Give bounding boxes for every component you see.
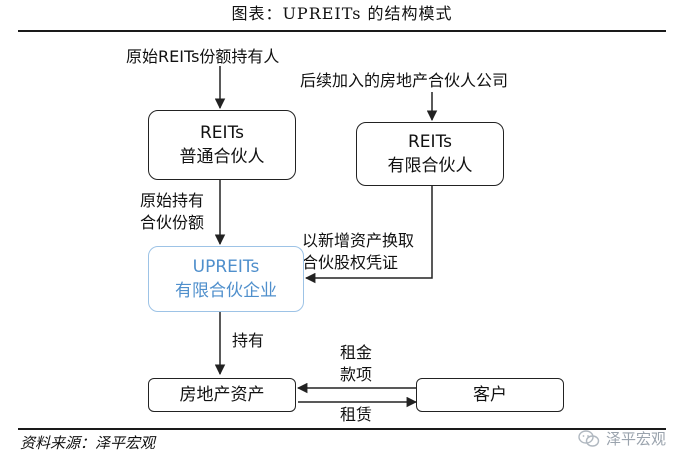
label-rent-payment: 租金 款项 (340, 342, 372, 386)
label-original-shares-line1: 原始持有 (140, 191, 205, 210)
bottom-rule (18, 428, 666, 430)
box-upreits: UPREITs 有限合伙企业 (148, 246, 304, 312)
brand-watermark: 泽平宏观 (578, 428, 666, 449)
label-later-partners: 后续加入的房地产合伙人公司 (300, 71, 509, 90)
top-rule (18, 30, 666, 32)
box-upreits-line2: 有限合伙企业 (175, 281, 277, 301)
chart-title: 图表：UPREITs 的结构模式 (231, 4, 453, 23)
box-general-partner-line1: REITs (200, 123, 244, 143)
label-hold: 持有 (232, 331, 265, 350)
label-original-holders: 原始REITs份额持有人 (126, 47, 280, 66)
arrow-lp-to-upreits (304, 186, 433, 284)
label-original-shares: 原始持有 合伙份额 (140, 190, 204, 234)
box-limited-partner: REITs 有限合伙人 (356, 122, 504, 186)
box-general-partner: REITs 普通合伙人 (148, 110, 296, 180)
label-lease: 租赁 (340, 405, 373, 424)
label-rent-payment-line1: 租金 (340, 343, 373, 362)
box-customer: 客户 (416, 378, 564, 412)
label-rent-payment-line2: 款项 (340, 365, 373, 384)
label-exchange-line1: 以新增资产换取 (302, 231, 415, 250)
brand-name: 泽平宏观 (605, 430, 666, 448)
box-real-estate-label: 房地产资产 (179, 385, 265, 405)
label-exchange-line2: 合伙股权凭证 (302, 253, 399, 272)
wechat-icon (578, 429, 600, 447)
label-original-shares-line2: 合伙份额 (140, 213, 205, 232)
source-note: 资料来源：泽平宏观 (20, 434, 156, 452)
box-general-partner-line2: 普通合伙人 (179, 147, 265, 167)
box-real-estate: 房地产资产 (148, 378, 296, 412)
label-exchange: 以新增资产换取 合伙股权凭证 (302, 230, 414, 274)
box-customer-label: 客户 (473, 385, 507, 405)
box-limited-partner-line2: 有限合伙人 (387, 156, 473, 176)
box-upreits-line1: UPREITs (192, 257, 260, 277)
box-limited-partner-line1: REITs (408, 132, 452, 152)
